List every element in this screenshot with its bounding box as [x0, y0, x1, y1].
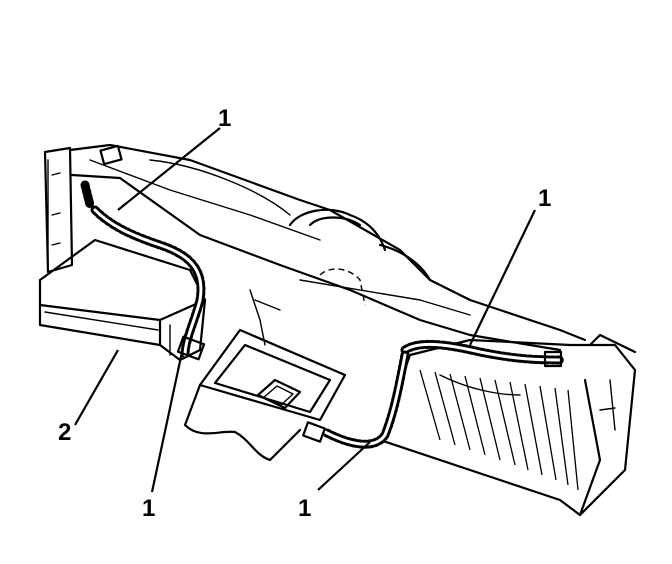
- callout-1-right: 1: [538, 185, 551, 212]
- right-side-panel: [378, 333, 637, 517]
- callout-1-bottom-right: 1: [298, 495, 311, 522]
- callout-2: 2: [58, 419, 71, 446]
- leader-1-right: [469, 209, 536, 346]
- harness-connectors: [99, 144, 563, 443]
- callout-1-top: 1: [218, 105, 231, 132]
- leader-2: [74, 349, 119, 426]
- left-side-panel: [43, 146, 74, 274]
- leader-1-top: [117, 127, 221, 211]
- callout-1-bottom-left: 1: [142, 495, 155, 522]
- left-storage-module: [38, 238, 207, 362]
- leader-1-bottom-right: [317, 441, 371, 491]
- leader-1-bottom-left: [150, 351, 184, 493]
- callout-labels: 1 1 1 1 2: [58, 105, 551, 522]
- wiring-harness: [80, 180, 565, 449]
- callout-leaders: [74, 127, 536, 493]
- instrument-panel-carrier: [68, 143, 587, 352]
- center-bracket: [183, 289, 347, 462]
